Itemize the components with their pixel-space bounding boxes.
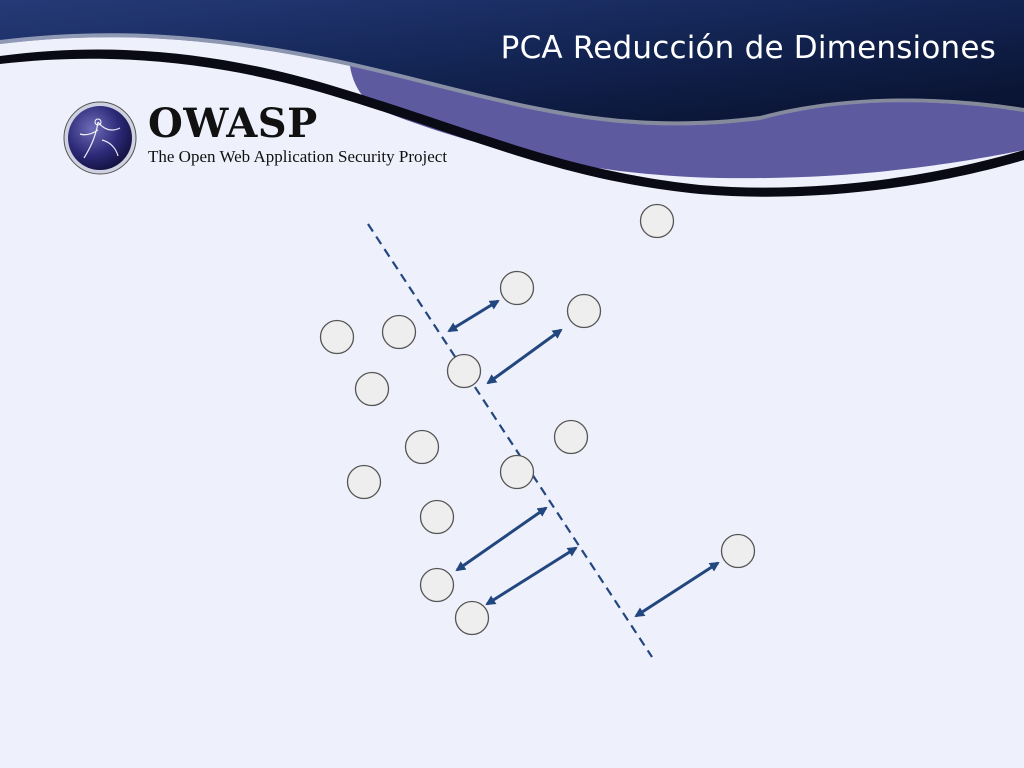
projection-arrow [634, 561, 720, 618]
data-point [566, 293, 602, 329]
owasp-globe-icon [63, 101, 137, 175]
data-point [419, 567, 455, 603]
logo-name: OWASP [148, 100, 318, 147]
projection-arrow [486, 328, 563, 385]
data-point [319, 319, 355, 355]
data-point [499, 270, 535, 306]
slide-title: PCA Reducción de Dimensiones [500, 30, 996, 66]
data-point [720, 533, 756, 569]
projection-arrow [455, 506, 548, 572]
data-point [446, 353, 482, 389]
data-point [381, 314, 417, 350]
projection-arrow [447, 299, 500, 333]
data-point [639, 203, 675, 239]
projection-arrow [485, 546, 578, 606]
principal-axis-line [367, 223, 653, 658]
logo-tagline: The Open Web Application Security Projec… [148, 147, 448, 166]
data-point [499, 454, 535, 490]
data-point [419, 499, 455, 535]
data-point [354, 371, 390, 407]
data-point [404, 429, 440, 465]
data-point [346, 464, 382, 500]
data-point [454, 600, 490, 636]
data-point [553, 419, 589, 455]
